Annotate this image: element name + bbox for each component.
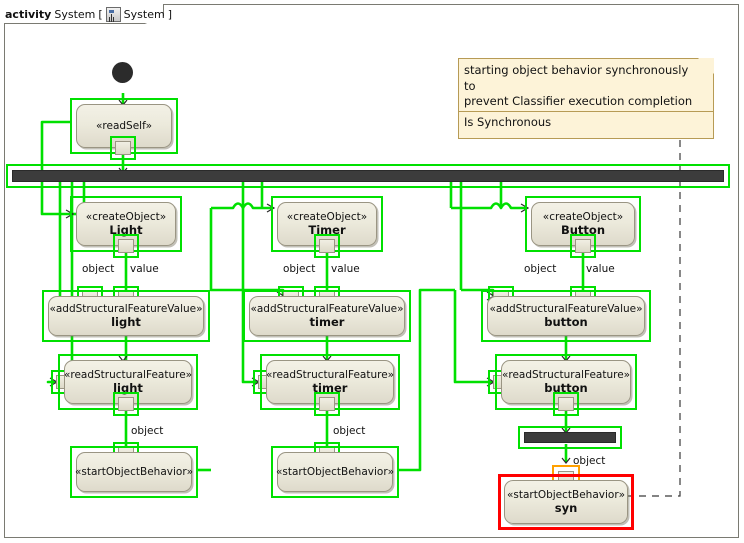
action-sob-timer[interactable]: «startObjectBehavior» — [275, 452, 395, 492]
pin-label-sob-light-object: object — [131, 425, 164, 437]
frame-bracket-close: ] — [167, 7, 172, 21]
pin-label-button-value: value — [586, 263, 615, 275]
action-sob-syn[interactable]: «startObjectBehavior» syn — [504, 480, 628, 524]
pin-label-sob-timer-object: object — [333, 425, 366, 437]
note-divider — [459, 111, 713, 112]
note-fold-icon — [698, 58, 714, 74]
frame-bracket-open: [ — [98, 7, 103, 21]
action-rsf-light[interactable]: «readStructuralFeature» light — [64, 360, 192, 404]
action-create-object-light-stereotype: «createObject» — [85, 210, 167, 223]
frame-keyword: activity — [5, 7, 52, 21]
pin-label-sob-syn-object: object — [573, 455, 606, 467]
action-rsf-light-stereotype: «readStructuralFeature» — [63, 368, 193, 381]
action-asfv-light-stereotype: «addStructuralFeatureValue» — [49, 302, 203, 315]
pin-read-self-result[interactable] — [115, 141, 131, 155]
action-asfv-button-stereotype: «addStructuralFeatureValue» — [489, 302, 643, 315]
action-sob-light[interactable]: «startObjectBehavior» — [74, 452, 194, 492]
note-text-line-1: starting object behavior synchronously t… — [464, 63, 689, 93]
action-asfv-timer-stereotype: «addStructuralFeatureValue» — [250, 302, 404, 315]
action-create-object-timer[interactable]: «createObject» Timer — [277, 202, 377, 246]
action-read-self-stereotype: «readSelf» — [95, 119, 153, 132]
action-rsf-button-stereotype: «readStructuralFeature» — [501, 368, 631, 381]
activity-frame-title: activity System [ System ] — [5, 5, 172, 23]
note-anchor-line — [625, 140, 681, 497]
action-create-object-timer-name: Timer — [308, 222, 346, 237]
action-asfv-timer[interactable]: «addStructuralFeatureValue» timer — [249, 296, 405, 336]
action-asfv-timer-name: timer — [309, 314, 345, 329]
fork-bar-button[interactable] — [524, 432, 616, 443]
pin-rsf-timer-result[interactable] — [319, 397, 335, 411]
action-rsf-timer-name: timer — [312, 380, 348, 395]
action-sob-syn-stereotype: «startObjectBehavior» — [506, 488, 626, 501]
action-rsf-timer-stereotype: «readStructuralFeature» — [265, 368, 395, 381]
pin-create-object-button-result[interactable] — [575, 239, 591, 253]
action-sob-light-stereotype: «startObjectBehavior» — [74, 465, 194, 478]
pin-rsf-button-result[interactable] — [558, 397, 574, 411]
action-asfv-light-name: light — [111, 314, 141, 329]
action-rsf-button-name: button — [544, 380, 588, 395]
action-create-object-button[interactable]: «createObject» Button — [531, 202, 635, 246]
note-text-line-2: prevent Classifier execution completion — [464, 94, 693, 109]
pin-label-light-object: object — [82, 263, 115, 275]
action-rsf-timer[interactable]: «readStructuralFeature» timer — [266, 360, 394, 404]
action-create-object-light[interactable]: «createObject» Light — [76, 202, 176, 246]
action-create-object-button-stereotype: «createObject» — [542, 210, 624, 223]
pin-label-light-value: value — [130, 263, 159, 275]
fork-bar-main[interactable] — [12, 170, 724, 182]
note-text: starting object behavior synchronously t… — [464, 63, 695, 110]
activity-frame-tab — [4, 4, 164, 24]
frame-name: System — [54, 7, 96, 21]
action-create-object-button-name: Button — [560, 222, 606, 237]
pin-label-timer-object: object — [283, 263, 316, 275]
action-read-self[interactable]: «readSelf» — [76, 104, 172, 148]
pin-create-object-light-result[interactable] — [118, 239, 134, 253]
action-sob-syn-name: syn — [554, 500, 578, 515]
note-box: starting object behavior synchronously t… — [458, 58, 714, 139]
action-sob-timer-stereotype: «startObjectBehavior» — [275, 465, 395, 478]
action-rsf-light-name: light — [113, 380, 143, 395]
class-diagram-icon — [105, 6, 121, 22]
action-create-object-light-name: Light — [109, 222, 143, 237]
frame-type: System — [123, 7, 165, 21]
action-asfv-button-name: button — [544, 314, 588, 329]
activity-frame — [4, 4, 739, 538]
note-section-label: Is Synchronous — [464, 115, 552, 129]
action-asfv-button[interactable]: «addStructuralFeatureValue» button — [487, 296, 645, 336]
action-asfv-light[interactable]: «addStructuralFeatureValue» light — [48, 296, 204, 336]
action-rsf-button[interactable]: «readStructuralFeature» button — [501, 360, 631, 404]
pin-label-timer-value: value — [331, 263, 360, 275]
pin-label-button-object: object — [524, 263, 557, 275]
pin-create-object-timer-result[interactable] — [319, 239, 335, 253]
initial-node[interactable] — [112, 62, 133, 83]
action-create-object-timer-stereotype: «createObject» — [286, 210, 368, 223]
pin-rsf-light-result[interactable] — [118, 397, 134, 411]
